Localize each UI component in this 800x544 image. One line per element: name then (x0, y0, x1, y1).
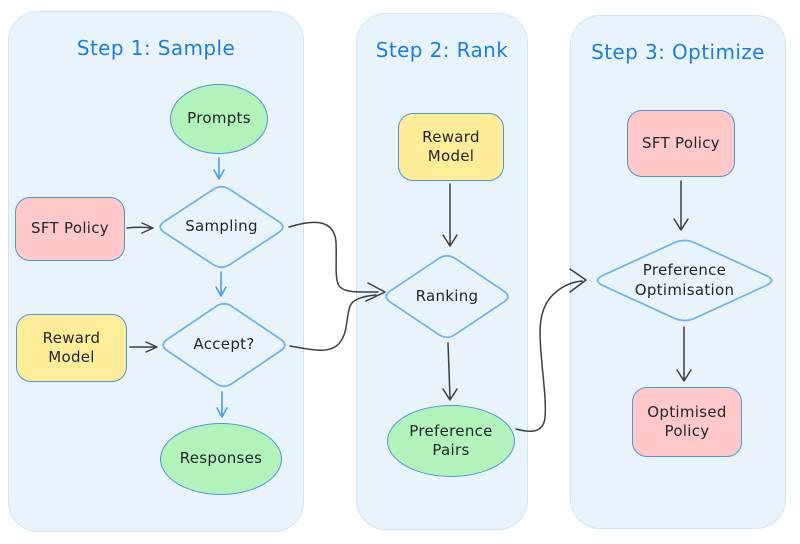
node-reward-model-label: Reward Model (42, 328, 101, 367)
panel-title-step-2: Step 2: Rank (375, 38, 509, 62)
arrow-sft-policy-to-sampling (126, 222, 154, 234)
preference-optimisation-diamond-shape (596, 239, 773, 322)
ranking-diamond-shape (385, 254, 509, 339)
arrow-sft-policy-3-to-preference-optimisation (673, 180, 689, 231)
node-reward-model: Reward Model (16, 314, 127, 382)
arrow-reward-model-2-to-ranking (442, 183, 458, 247)
node-sft-policy-label: SFT Policy (31, 219, 109, 238)
node-preference-pairs: Preference Pairs (387, 405, 515, 477)
node-reward-model-2-label: Reward Model (422, 127, 480, 166)
arrow-sampling-to-ranking (288, 221, 386, 302)
node-prompts-label: Prompts (187, 109, 251, 128)
arrow-accept-to-responses (216, 391, 228, 418)
node-sft-policy: SFT Policy (15, 197, 125, 261)
node-prompts: Prompts (170, 84, 268, 154)
arrow-preference-pairs-to-preference-optimisation (515, 268, 587, 432)
panel-title-step-1: Step 1: Sample (76, 36, 236, 60)
node-sft-policy-3: SFT Policy (627, 110, 735, 177)
sampling-diamond-shape (159, 185, 284, 269)
node-responses-label: Responses (179, 449, 263, 468)
node-preference-pairs-label: Preference Pairs (409, 421, 493, 460)
node-preference-optimisation-label: Preference Optimisation (634, 261, 735, 299)
node-responses: Responses (160, 423, 282, 495)
arrow-reward-model-to-accept (129, 341, 158, 353)
accept-diamond-shape (162, 302, 286, 388)
panel-title-step-3: Step 3: Optimize (591, 40, 765, 64)
arrow-prompts-to-sampling (213, 157, 225, 180)
node-reward-model-2: Reward Model (398, 113, 504, 181)
node-optimised-policy: Optimised Policy (632, 387, 742, 457)
node-sft-policy-3-label: SFT Policy (642, 133, 720, 152)
node-ranking-label: Ranking (415, 286, 479, 305)
arrow-ranking-to-preference-pairs (442, 342, 458, 401)
arrow-preference-optimisation-to-optimised-policy (676, 326, 692, 382)
node-sampling-label: Sampling (185, 217, 258, 236)
node-optimised-policy-label: Optimised Policy (647, 402, 727, 441)
node-accept-label: Accept? (193, 335, 255, 354)
arrow-accept-to-ranking (289, 294, 377, 351)
arrow-sampling-to-accept (215, 271, 227, 297)
